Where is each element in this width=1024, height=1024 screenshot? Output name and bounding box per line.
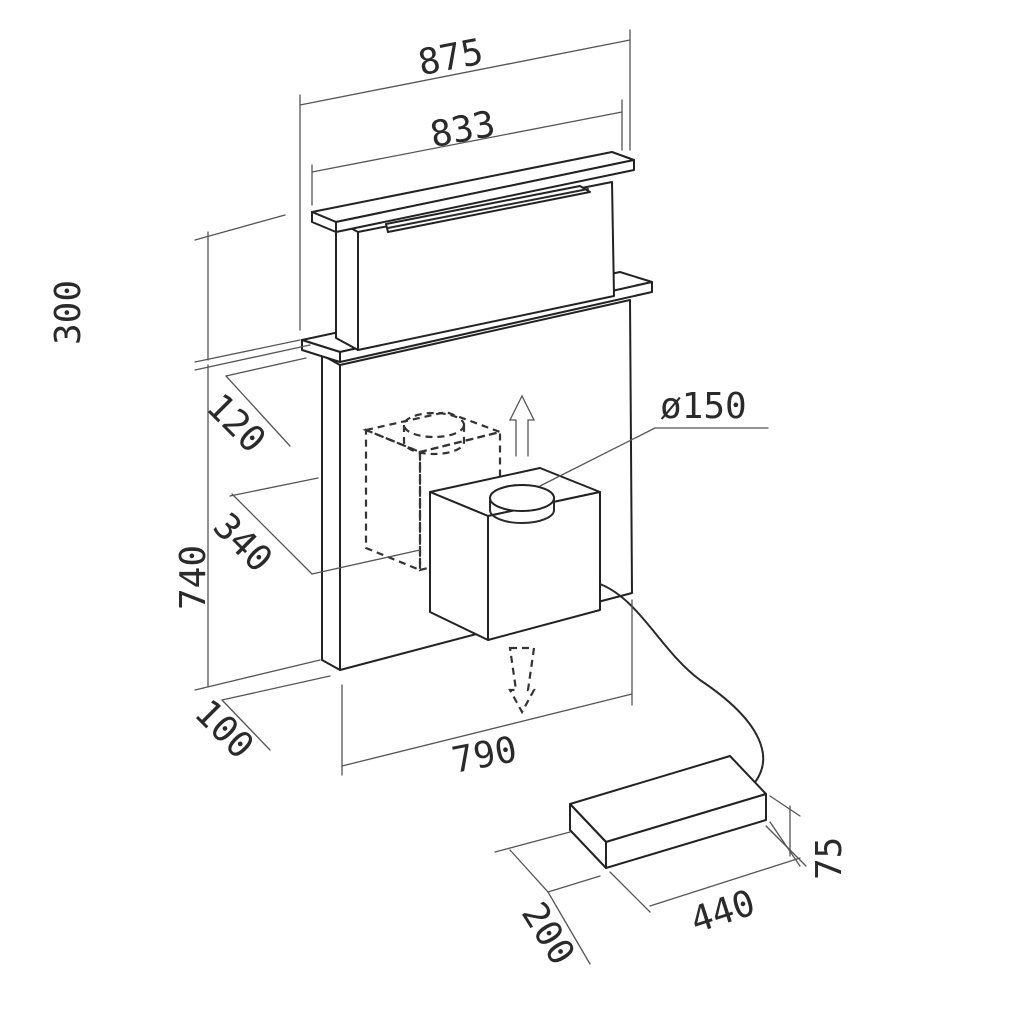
rising-panel [311,151,635,351]
left-side-panel [321,354,341,671]
label-300: 300 [48,280,89,345]
label-100: 100 [186,692,261,767]
glass-panel-side [335,219,359,351]
dimension-lines [194,29,807,965]
motor-right [487,491,601,641]
alternative-motor-position [362,410,504,572]
label-833: 833 [427,104,499,157]
label-120: 120 [198,386,273,461]
top-cap-side [335,159,635,233]
control-box [569,755,767,869]
airflow-arrows [508,394,536,715]
label-740: 740 [173,545,214,610]
box-side [605,793,767,869]
label-ø150: ø150 [660,386,747,427]
label-200: 200 [513,895,582,972]
outlet-duct [489,484,555,512]
motor-block [429,467,601,641]
label-75: 75 [809,837,850,880]
power-cable [599,583,765,791]
label-875: 875 [415,32,487,85]
label-340: 340 [205,506,280,581]
